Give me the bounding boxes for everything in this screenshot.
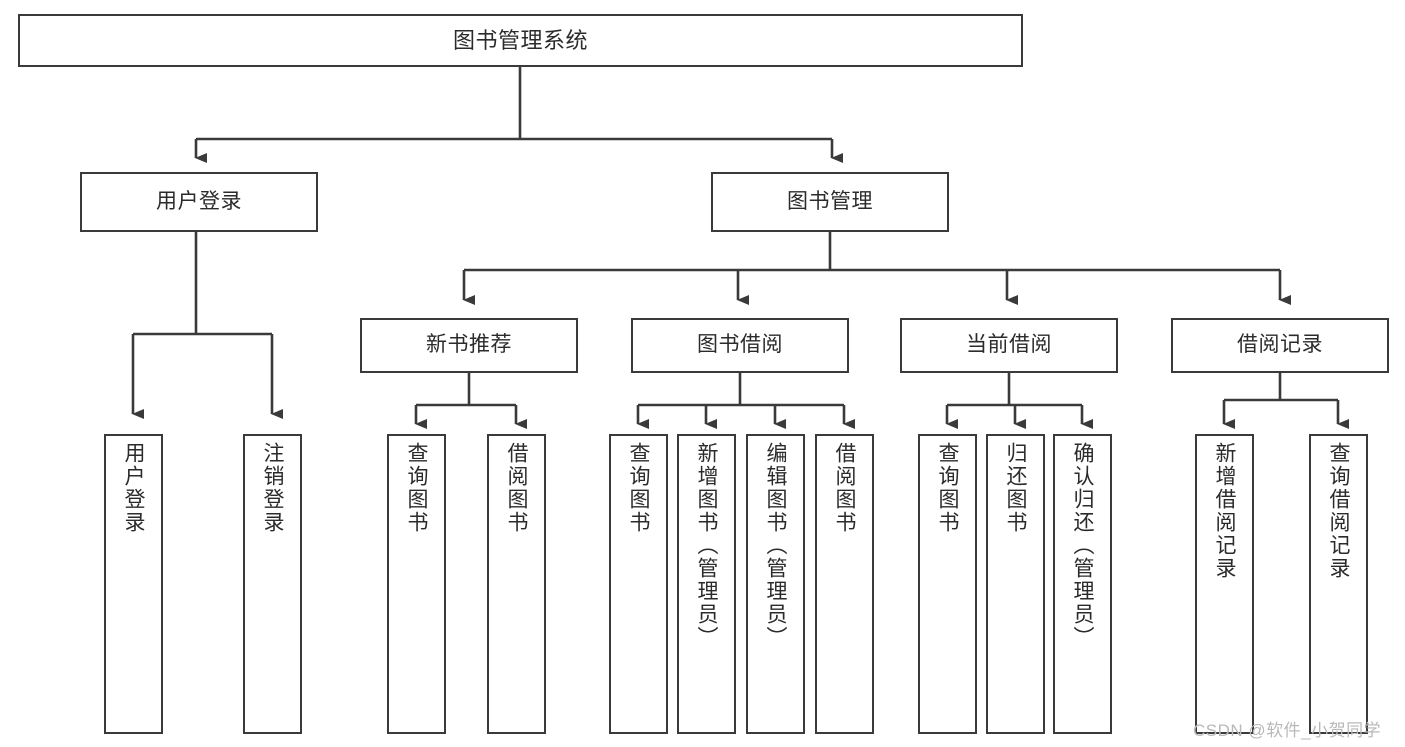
leaf-label: 查询图书 [405,442,428,534]
leaf-label: 查询借阅记录 [1327,442,1350,580]
node-new-book-recommend[interactable]: 新书推荐 [360,318,578,373]
leaf-borrow-record-add-record[interactable]: 新增借阅记录 [1195,434,1254,734]
leaf-book-borrow-edit-book[interactable]: 编辑图书（管理员） [746,434,805,734]
leaf-label: 新增借阅记录 [1213,442,1236,580]
node-root-label: 图书管理系统 [452,27,588,53]
node-borrow-record[interactable]: 借阅记录 [1171,318,1389,373]
leaf-book-borrow-query-book[interactable]: 查询图书 [609,434,668,734]
leaf-label: 确认归还（管理员） [1071,442,1094,649]
node-user-login[interactable]: 用户登录 [80,172,318,232]
node-book-management[interactable]: 图书管理 [711,172,949,232]
node-new-book-recommend-label: 新书推荐 [426,333,512,357]
csdn-watermark: CSDN @软件_小贺同学 [1193,716,1381,741]
leaf-current-borrow-return-book[interactable]: 归还图书 [986,434,1045,734]
leaf-label: 借阅图书 [833,442,856,534]
node-borrow-record-label: 借阅记录 [1237,333,1323,357]
leaf-label: 编辑图书（管理员） [764,442,787,649]
leaf-book-borrow-borrow-book[interactable]: 借阅图书 [815,434,874,734]
node-current-borrow-label: 当前借阅 [966,333,1052,357]
leaf-user-login-login[interactable]: 用户登录 [104,434,163,734]
leaf-label: 新增图书（管理员） [695,442,718,649]
leaf-current-borrow-query-book[interactable]: 查询图书 [918,434,977,734]
node-current-borrow[interactable]: 当前借阅 [900,318,1118,373]
leaf-label: 查询图书 [627,442,650,534]
leaf-label: 查询图书 [936,442,959,534]
node-book-management-label: 图书管理 [787,189,873,213]
node-user-login-label: 用户登录 [156,189,242,213]
leaf-book-borrow-add-book[interactable]: 新增图书（管理员） [677,434,736,734]
leaf-user-login-logout[interactable]: 注销登录 [243,434,302,734]
csdn-watermark-text: CSDN @软件_小贺同学 [1193,721,1382,740]
leaf-label: 借阅图书 [505,442,528,534]
leaf-borrow-record-query-record[interactable]: 查询借阅记录 [1309,434,1368,734]
leaf-current-borrow-confirm-return[interactable]: 确认归还（管理员） [1053,434,1112,734]
leaf-label: 用户登录 [122,442,145,534]
node-book-borrow-label: 图书借阅 [697,333,783,357]
leaf-label: 归还图书 [1004,442,1027,534]
leaf-new-book-borrow-book[interactable]: 借阅图书 [487,434,546,734]
leaf-new-book-query-book[interactable]: 查询图书 [387,434,446,734]
node-book-borrow[interactable]: 图书借阅 [631,318,849,373]
leaf-label: 注销登录 [261,442,284,534]
node-root[interactable]: 图书管理系统 [18,14,1023,67]
